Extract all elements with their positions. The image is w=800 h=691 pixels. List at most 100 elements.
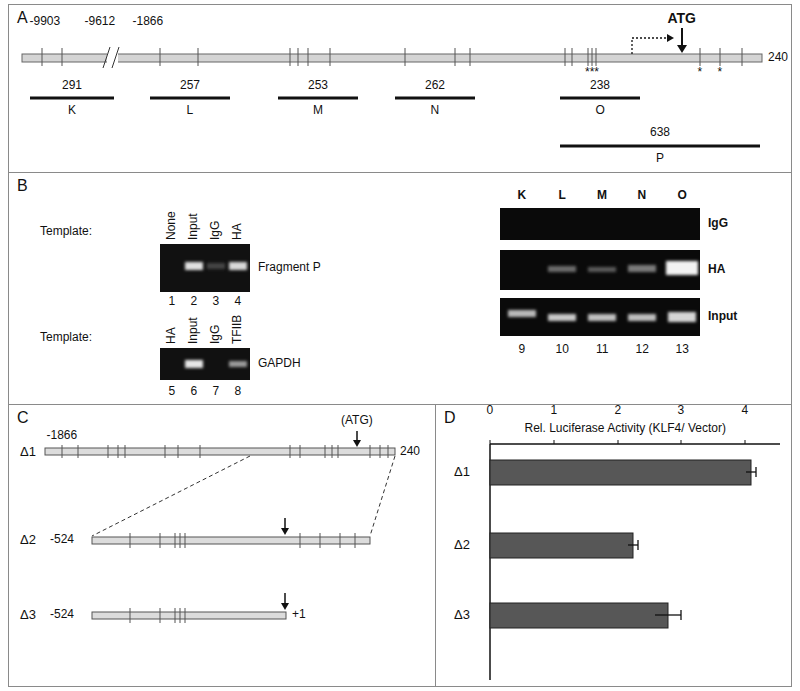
row-label: Input (708, 310, 737, 324)
lane-label: K (518, 189, 527, 203)
site-tick (290, 445, 291, 458)
site-tick (130, 533, 355, 548)
site-tick (320, 533, 321, 548)
lane-number: 11 (596, 343, 608, 357)
lane-number: 4 (235, 295, 242, 309)
break-mark (103, 47, 119, 68)
pcr-fragment (30, 97, 114, 100)
site-tick (300, 445, 301, 458)
axis-value: 3 (678, 404, 685, 418)
construct-name: Δ2 (454, 538, 470, 553)
pcr-fragment (150, 97, 230, 100)
construct-name: Δ1 (454, 465, 470, 480)
gel-image (588, 267, 616, 272)
lane-number: 9 (519, 343, 526, 357)
tss-arrow (632, 34, 674, 54)
position-label: -9612 (85, 15, 116, 29)
lane-number: 2 (191, 295, 198, 309)
site-tick (160, 48, 161, 66)
fragment-name: K (68, 104, 76, 118)
site-tick (388, 445, 389, 458)
lane-label: M (597, 189, 607, 203)
lane-label: TFIIB (231, 315, 245, 344)
site-tick (596, 48, 597, 66)
fragment-name: L (187, 104, 194, 118)
gel-image (185, 262, 203, 270)
site-tick (175, 533, 176, 548)
promoter-construct (92, 612, 286, 619)
site-tick (405, 48, 406, 66)
site-tick (62, 48, 63, 66)
gel-image (668, 312, 696, 322)
site-tick (198, 48, 199, 66)
error-bar (637, 540, 638, 550)
row-label: HA (708, 263, 725, 277)
bar-chart (490, 443, 780, 445)
site-tick (355, 533, 356, 548)
position-label: 240 (768, 51, 788, 65)
site-tick (165, 445, 166, 458)
site-tick (325, 445, 326, 458)
fragment-size: 291 (62, 79, 82, 93)
break-mark (112, 47, 119, 68)
site-tick (330, 48, 331, 66)
construct-name: Δ3 (454, 608, 470, 623)
axis-tick (554, 440, 555, 444)
site-tick (160, 533, 161, 548)
panel-letter: D (436, 405, 456, 427)
pcr-fragment (560, 145, 760, 148)
promoter-construct (370, 456, 395, 536)
lane-label: None (165, 211, 179, 240)
fragment-name: M (313, 104, 323, 118)
promoter-construct (45, 448, 395, 455)
codon-label: (ATG) (341, 414, 373, 428)
gel-image (160, 208, 700, 380)
gel-image (160, 244, 250, 292)
site-tick (300, 533, 301, 548)
tss-arrow (632, 38, 667, 54)
lane-number: 8 (235, 385, 242, 399)
lane-label: Input (187, 213, 201, 240)
site-tick (62, 445, 63, 458)
template-label: Template: (40, 331, 92, 345)
gel-image (500, 298, 700, 336)
gel-image (229, 262, 247, 270)
gene-map (22, 28, 762, 146)
error-bar (680, 610, 681, 620)
panel-letter: C (9, 405, 29, 427)
construct-name: Δ1 (20, 445, 36, 460)
promoter-construct (92, 537, 370, 544)
template-label: Template: (40, 225, 92, 239)
tss-arrow (667, 34, 674, 42)
site-mark: * (718, 66, 723, 80)
axis-value: 1 (551, 404, 558, 418)
gel-image (500, 250, 700, 290)
gel-image (160, 348, 250, 380)
axis-value: 0 (487, 404, 494, 418)
pcr-fragment (278, 97, 358, 100)
site-tick (200, 445, 201, 458)
bar-chart (490, 460, 751, 485)
site-tick (175, 608, 176, 623)
lane-label: L (559, 189, 566, 203)
site-tick (565, 48, 566, 66)
site-tick (130, 533, 131, 548)
bar-chart (490, 533, 633, 558)
axis-tick (490, 440, 745, 444)
lane-number: 5 (169, 385, 176, 399)
gel-image (185, 360, 203, 368)
pcr-fragment (30, 98, 760, 146)
site-tick (178, 445, 179, 458)
fragment-size: 262 (425, 79, 445, 93)
bar-chart (490, 440, 780, 680)
lane-label: O (678, 189, 687, 203)
lane-label: Input (187, 317, 201, 344)
site-tick (62, 445, 388, 458)
codon-label: ATG (668, 10, 697, 26)
gel-name: Fragment P (258, 261, 321, 275)
site-tick (308, 48, 309, 66)
promoter-construct (353, 440, 361, 447)
site-tick (118, 445, 119, 458)
gel-image (628, 265, 656, 272)
